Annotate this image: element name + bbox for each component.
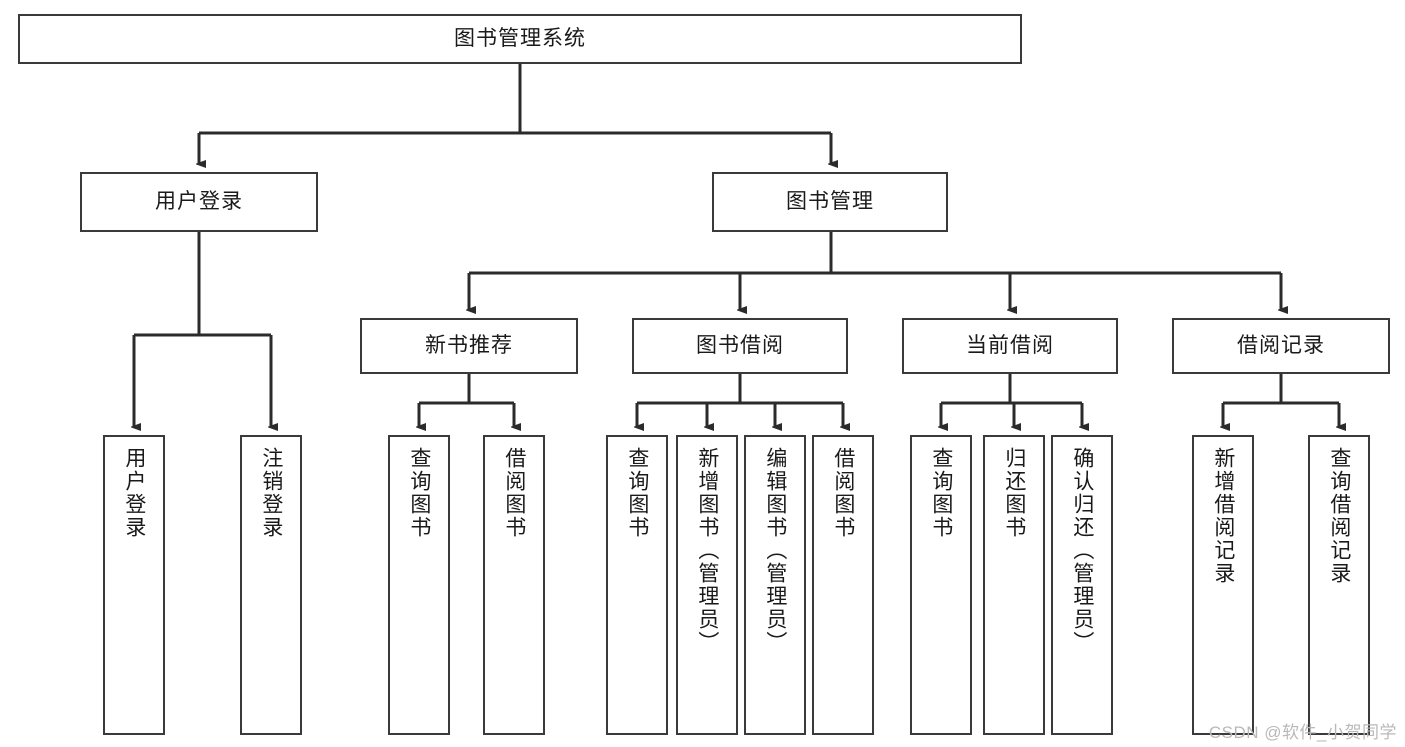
node-root[interactable]: 图书管理系统 [18, 14, 1022, 64]
leaf-borrow-book-1-label: 借阅图书 [502, 447, 526, 539]
node-book-borrow-label: 图书借阅 [696, 333, 784, 357]
node-book-management-label: 图书管理 [786, 189, 874, 213]
node-user-login[interactable]: 用户登录 [80, 172, 318, 232]
node-new-book-recommend-label: 新书推荐 [425, 333, 513, 357]
leaf-logout[interactable]: 注销登录 [240, 435, 302, 735]
node-new-book-recommend[interactable]: 新书推荐 [360, 318, 578, 374]
leaf-borrow-book-1[interactable]: 借阅图书 [483, 435, 545, 735]
leaf-query-book-1-label: 查询图书 [407, 447, 431, 539]
leaf-query-book-2-label: 查询图书 [625, 447, 649, 539]
leaf-query-book-2[interactable]: 查询图书 [606, 435, 668, 735]
leaf-borrow-book-2[interactable]: 借阅图书 [812, 435, 874, 735]
node-current-borrow[interactable]: 当前借阅 [902, 318, 1118, 374]
leaf-borrow-book-2-label: 借阅图书 [831, 447, 855, 539]
node-root-label: 图书管理系统 [454, 26, 586, 50]
leaf-query-book-1[interactable]: 查询图书 [388, 435, 450, 735]
leaf-return-book-label: 归还图书 [1002, 447, 1026, 539]
leaf-user-login[interactable]: 用户登录 [103, 435, 165, 735]
leaf-query-record[interactable]: 查询借阅记录 [1308, 435, 1370, 735]
leaf-add-book-label: 新增图书（管理员） [695, 447, 719, 654]
node-user-login-label: 用户登录 [155, 189, 243, 213]
node-borrow-record-label: 借阅记录 [1237, 333, 1325, 357]
leaf-user-login-label: 用户登录 [122, 447, 146, 539]
leaf-edit-book[interactable]: 编辑图书（管理员） [744, 435, 806, 735]
leaf-confirm-return-label: 确认归还（管理员） [1070, 447, 1094, 654]
leaf-add-book[interactable]: 新增图书（管理员） [676, 435, 738, 735]
leaf-return-book[interactable]: 归还图书 [983, 435, 1045, 735]
leaf-query-record-label: 查询借阅记录 [1327, 447, 1351, 585]
watermark: CSDN @软件_小贺同学 [1208, 723, 1397, 742]
node-book-management[interactable]: 图书管理 [712, 172, 948, 232]
leaf-edit-book-label: 编辑图书（管理员） [763, 447, 787, 654]
leaf-logout-label: 注销登录 [259, 447, 283, 539]
leaf-add-record[interactable]: 新增借阅记录 [1192, 435, 1254, 735]
node-borrow-record[interactable]: 借阅记录 [1172, 318, 1390, 374]
leaf-add-record-label: 新增借阅记录 [1211, 447, 1235, 585]
leaf-query-book-3[interactable]: 查询图书 [910, 435, 972, 735]
node-book-borrow[interactable]: 图书借阅 [632, 318, 848, 374]
leaf-confirm-return[interactable]: 确认归还（管理员） [1051, 435, 1113, 735]
leaf-query-book-3-label: 查询图书 [929, 447, 953, 539]
node-current-borrow-label: 当前借阅 [966, 333, 1054, 357]
